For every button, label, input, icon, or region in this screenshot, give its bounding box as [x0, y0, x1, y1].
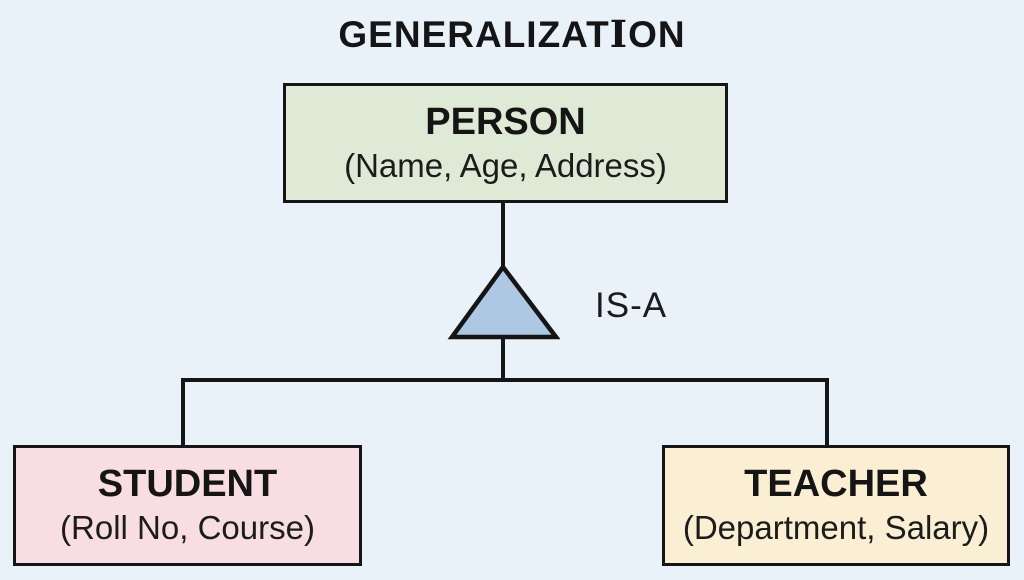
isa-triangle-icon	[447, 263, 560, 340]
diagram-title-suffix: ON	[628, 14, 686, 55]
person-entity-attributes: (Name, Age, Address)	[344, 146, 667, 184]
connector-triangle-to-branch	[501, 336, 505, 382]
isa-triangle-shape	[447, 263, 560, 340]
connector-branch-horizontal	[181, 378, 829, 382]
teacher-entity-attributes: (Department, Salary)	[682, 509, 990, 547]
teacher-entity-box: TEACHER (Department, Salary)	[662, 445, 1010, 566]
connector-branch-to-teacher	[825, 378, 829, 446]
isa-label: IS-A	[595, 286, 668, 325]
teacher-entity-name: TEACHER	[744, 463, 928, 506]
person-entity-box: PERSON (Name, Age, Address)	[283, 83, 728, 203]
connector-person-to-triangle	[501, 200, 505, 268]
connector-branch-to-student	[181, 378, 185, 446]
diagram-title-prefix: GENERALIZAT	[338, 14, 610, 55]
diagram-title: GENERALIZATION	[0, 12, 1024, 56]
student-entity-attributes: (Roll No, Course)	[60, 509, 315, 547]
student-entity-box: STUDENT (Roll No, Course)	[13, 445, 362, 566]
diagram-title-serif-i: I	[609, 12, 629, 56]
person-entity-name: PERSON	[425, 100, 586, 143]
student-entity-name: STUDENT	[97, 463, 278, 506]
